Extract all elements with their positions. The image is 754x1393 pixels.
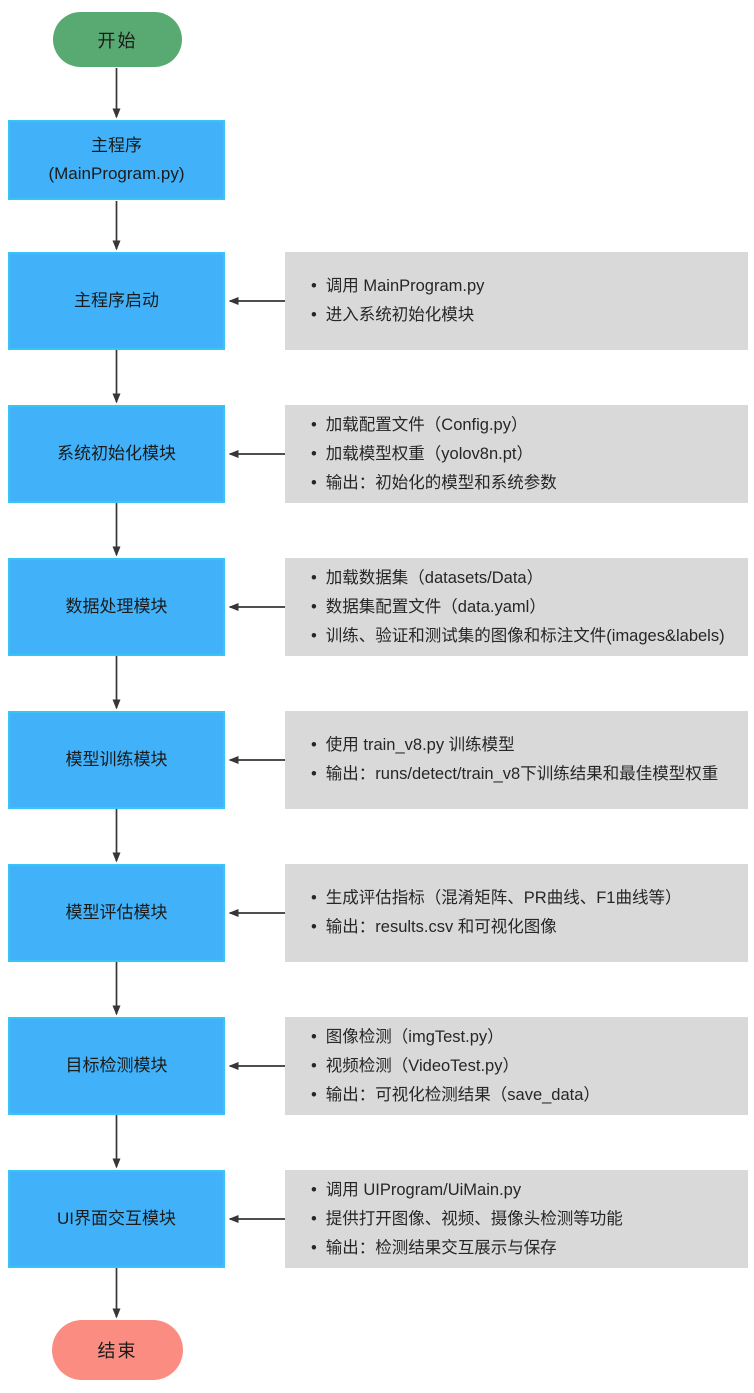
note-box-model-evaluation: • 生成评估指标（混淆矩阵、PR曲线、F1曲线等） • 输出：results.csv… bbox=[285, 864, 748, 962]
note-text: 加载数据集（datasets/Data） bbox=[325, 568, 544, 587]
note-text: 生成评估指标（混淆矩阵、PR曲线、F1曲线等） bbox=[325, 889, 682, 907]
note-line: • 使用 train_v8.py 训练模型 bbox=[311, 731, 740, 760]
bullet-icon: • bbox=[311, 568, 317, 587]
note-line: • 加载数据集（datasets/Data） bbox=[311, 564, 740, 593]
note-line: • 加载配置文件（Config.py） bbox=[311, 411, 740, 440]
process-box-system-init: 系统初始化模块 bbox=[8, 405, 225, 503]
process-label: UI界面交互模块 bbox=[57, 1209, 176, 1228]
note-line: • 调用 UIProgram/UiMain.py bbox=[311, 1176, 740, 1205]
process-label: 模型评估模块 bbox=[65, 903, 168, 922]
note-text: 加载模型权重（yolov8n.pt） bbox=[325, 444, 533, 463]
note-box-ui-interaction: • 调用 UIProgram/UiMain.py • 提供打开图像、视频、摄像头检测… bbox=[285, 1170, 748, 1268]
note-text: 图像检测（imgTest.py） bbox=[325, 1027, 504, 1046]
bullet-icon: • bbox=[311, 1209, 317, 1228]
main-program-label: 主程序 (MainProgram.py) bbox=[48, 132, 184, 188]
bullet-icon: • bbox=[311, 736, 317, 754]
note-box-program-start: • 调用 MainProgram.py • 进入系统初始化模块 bbox=[285, 252, 748, 350]
note-text: 视频检测（VideoTest.py） bbox=[325, 1056, 519, 1075]
main-program-label-line1: 主程序 bbox=[90, 136, 142, 155]
bullet-icon: • bbox=[311, 444, 317, 463]
bullet-icon: • bbox=[311, 1056, 317, 1075]
note-text: 加载配置文件（Config.py） bbox=[325, 415, 528, 434]
note-text: 提供打开图像、视频、摄像头检测等功能 bbox=[325, 1209, 623, 1228]
bullet-icon: • bbox=[311, 918, 317, 936]
process-label: 主程序启动 bbox=[74, 291, 159, 310]
process-box-main-program: 主程序 (MainProgram.py) bbox=[8, 120, 225, 200]
note-line: • 输出：初始化的模型和系统参数 bbox=[311, 469, 740, 498]
note-text: 调用 UIProgram/UiMain.py bbox=[325, 1180, 522, 1199]
bullet-icon: • bbox=[311, 1027, 317, 1046]
note-line: • 图像检测（imgTest.py） bbox=[311, 1023, 740, 1052]
note-line: • 视频检测（VideoTest.py） bbox=[311, 1052, 740, 1081]
note-text: 数据集配置文件（data.yaml） bbox=[325, 597, 546, 616]
end-label: 结束 bbox=[97, 1341, 138, 1361]
note-box-object-detection: • 图像检测（imgTest.py） • 视频检测（VideoTest.py） • 输… bbox=[285, 1017, 748, 1115]
bullet-icon: • bbox=[311, 473, 317, 492]
process-box-model-evaluation: 模型评估模块 bbox=[8, 864, 225, 962]
note-text: 输出：检测结果交互展示与保存 bbox=[325, 1238, 557, 1257]
bullet-icon: • bbox=[311, 306, 317, 324]
process-box-program-start: 主程序启动 bbox=[8, 252, 225, 350]
bullet-icon: • bbox=[311, 1085, 317, 1104]
bullet-icon: • bbox=[311, 597, 317, 616]
note-text: 进入系统初始化模块 bbox=[325, 306, 475, 324]
process-box-data-processing: 数据处理模块 bbox=[8, 558, 225, 656]
note-line: • 调用 MainProgram.py bbox=[311, 272, 740, 301]
main-program-label-line2: (MainProgram.py) bbox=[48, 164, 185, 183]
note-line: • 提供打开图像、视频、摄像头检测等功能 bbox=[311, 1205, 740, 1234]
process-label: 系统初始化模块 bbox=[57, 444, 176, 463]
note-line: • 输出：可视化检测结果（save_data） bbox=[311, 1081, 740, 1110]
process-label: 数据处理模块 bbox=[65, 597, 168, 616]
note-text: 输出：初始化的模型和系统参数 bbox=[325, 473, 557, 492]
bullet-icon: • bbox=[311, 1180, 317, 1199]
bullet-icon: • bbox=[311, 415, 317, 434]
process-box-model-training: 模型训练模块 bbox=[8, 711, 225, 809]
note-text: 训练、验证和测试集的图像和标注文件(images&labels) bbox=[325, 626, 725, 645]
note-line: • 生成评估指标（混淆矩阵、PR曲线、F1曲线等） bbox=[311, 884, 740, 913]
note-line: • 输出：runs/detect/train_v8下训练结果和最佳模型权重 bbox=[311, 760, 740, 789]
note-line: • 进入系统初始化模块 bbox=[311, 301, 740, 330]
process-box-object-detection: 目标检测模块 bbox=[8, 1017, 225, 1115]
process-label: 目标检测模块 bbox=[65, 1056, 168, 1075]
note-text: 调用 MainProgram.py bbox=[325, 277, 485, 295]
note-text: 使用 train_v8.py 训练模型 bbox=[325, 736, 515, 754]
process-box-ui-interaction: UI界面交互模块 bbox=[8, 1170, 225, 1268]
note-line: • 数据集配置文件（data.yaml） bbox=[311, 593, 740, 622]
note-line: • 输出：检测结果交互展示与保存 bbox=[311, 1234, 740, 1263]
start-label: 开始 bbox=[97, 30, 138, 51]
note-box-system-init: • 加载配置文件（Config.py） • 加载模型权重（yolov8n.pt） •… bbox=[285, 405, 748, 503]
note-box-model-training: • 使用 train_v8.py 训练模型 • 输出：runs/detect/tra… bbox=[285, 711, 748, 809]
bullet-icon: • bbox=[311, 277, 317, 295]
note-line: • 加载模型权重（yolov8n.pt） bbox=[311, 440, 740, 469]
bullet-icon: • bbox=[311, 1238, 317, 1257]
note-line: • 输出：results.csv 和可视化图像 bbox=[311, 913, 740, 942]
note-text: 输出：runs/detect/train_v8下训练结果和最佳模型权重 bbox=[325, 765, 719, 783]
note-line: • 训练、验证和测试集的图像和标注文件(images&labels) bbox=[311, 622, 740, 651]
end-node: 结束 bbox=[52, 1320, 183, 1380]
bullet-icon: • bbox=[311, 765, 317, 783]
note-text: 输出：results.csv 和可视化图像 bbox=[325, 918, 557, 936]
bullet-icon: • bbox=[311, 889, 317, 907]
bullet-icon: • bbox=[311, 626, 317, 645]
start-node: 开始 bbox=[53, 12, 182, 67]
note-text: 输出：可视化检测结果（save_data） bbox=[325, 1085, 600, 1104]
process-label: 模型训练模块 bbox=[65, 750, 168, 769]
note-box-data-processing: • 加载数据集（datasets/Data） • 数据集配置文件（data.yaml… bbox=[285, 558, 748, 656]
